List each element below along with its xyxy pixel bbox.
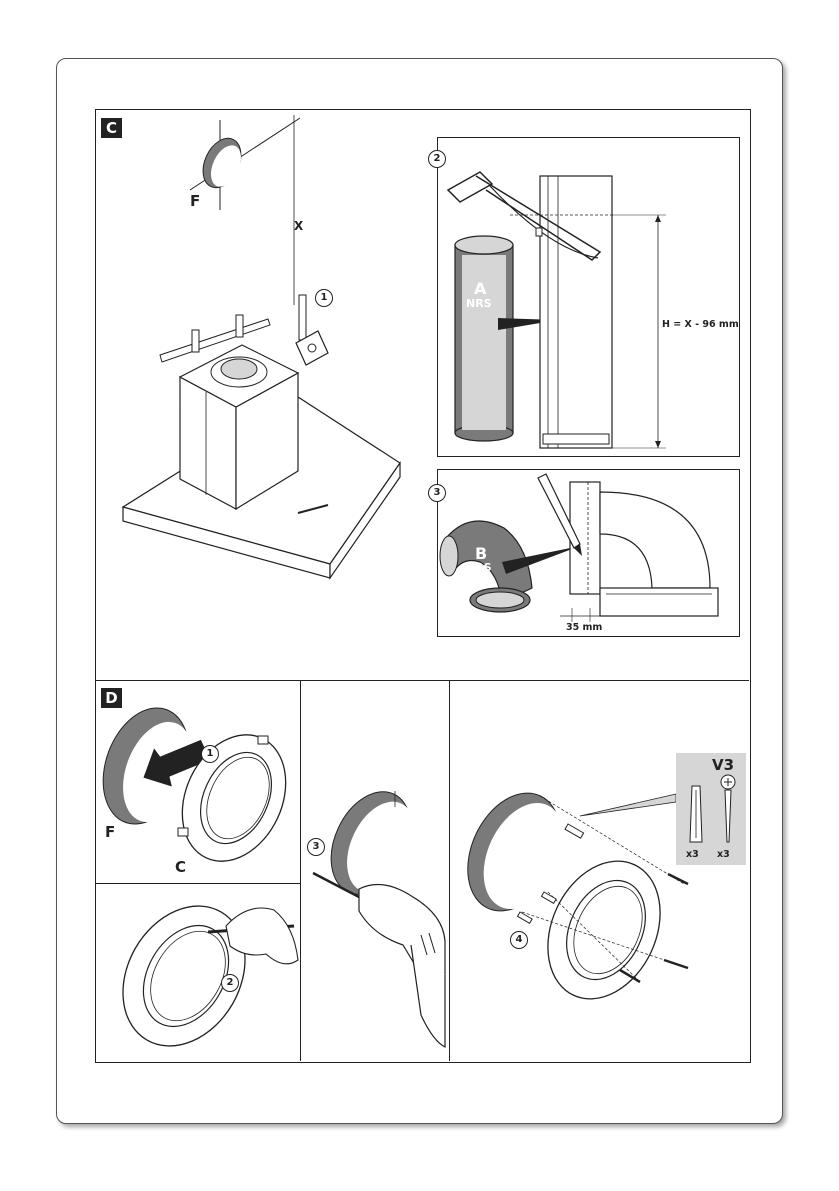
wall-hole-label: F <box>105 823 116 841</box>
drilling-illustration <box>312 791 446 1048</box>
pencil-hand-icon <box>207 907 299 965</box>
cut-offset-label: 35 mm <box>566 622 603 633</box>
ceiling-hole-label: F <box>190 192 201 210</box>
screw-qty-label: x3 <box>717 849 730 860</box>
instruction-frame <box>95 109 751 1063</box>
distance-x-label: X <box>294 219 304 233</box>
flange-label: C <box>175 858 187 876</box>
spirit-level-icon <box>295 330 329 366</box>
plug-qty-label: x3 <box>686 849 699 860</box>
flange-fit-illustration <box>102 707 287 862</box>
pipe-a-letter: A <box>474 279 487 298</box>
hacksaw-icon <box>446 171 602 261</box>
panel-divider-2 <box>449 680 450 1061</box>
pipe-icon <box>454 235 514 442</box>
flange-ring-icon <box>177 734 287 862</box>
fixing-kit-box <box>676 753 746 865</box>
height-formula-label: H = X - 96 mm <box>662 319 739 330</box>
section-d-badge: D <box>101 688 122 708</box>
section-d-step-3: 3 <box>307 838 325 856</box>
section-d-step-1: 1 <box>201 745 219 763</box>
section-d-step-4: 4 <box>510 931 528 949</box>
kit-code-label: V3 <box>712 756 735 774</box>
screw-icon <box>720 774 736 843</box>
elbow-icon <box>439 520 533 613</box>
marking-illustration <box>122 905 299 1047</box>
cutter-icon <box>537 473 582 556</box>
section-c-step-2: 2 <box>428 150 446 168</box>
section-c-step-3: 3 <box>428 484 446 502</box>
elbow-b-letter: B <box>475 544 488 563</box>
panel-divider-3 <box>95 883 300 884</box>
pipe-cut-illustration <box>446 171 666 449</box>
drill-icon <box>312 871 446 1048</box>
section-d-step-2: 2 <box>221 974 239 992</box>
wall-plug-icon <box>689 785 703 843</box>
fixing-illustration <box>467 792 689 1000</box>
pipe-a-code: NRS <box>466 297 492 310</box>
hood-icon <box>121 294 401 580</box>
elbow-cut-illustration <box>439 473 719 622</box>
kit-parts <box>689 774 736 843</box>
section-c-badge: C <box>101 118 122 138</box>
section-divider <box>95 680 749 681</box>
section-c-step-1: 1 <box>315 289 333 307</box>
elbow-b-code: NRS <box>466 561 492 574</box>
panel-divider-1 <box>300 680 301 1061</box>
ceiling-hole-icon <box>189 115 301 305</box>
